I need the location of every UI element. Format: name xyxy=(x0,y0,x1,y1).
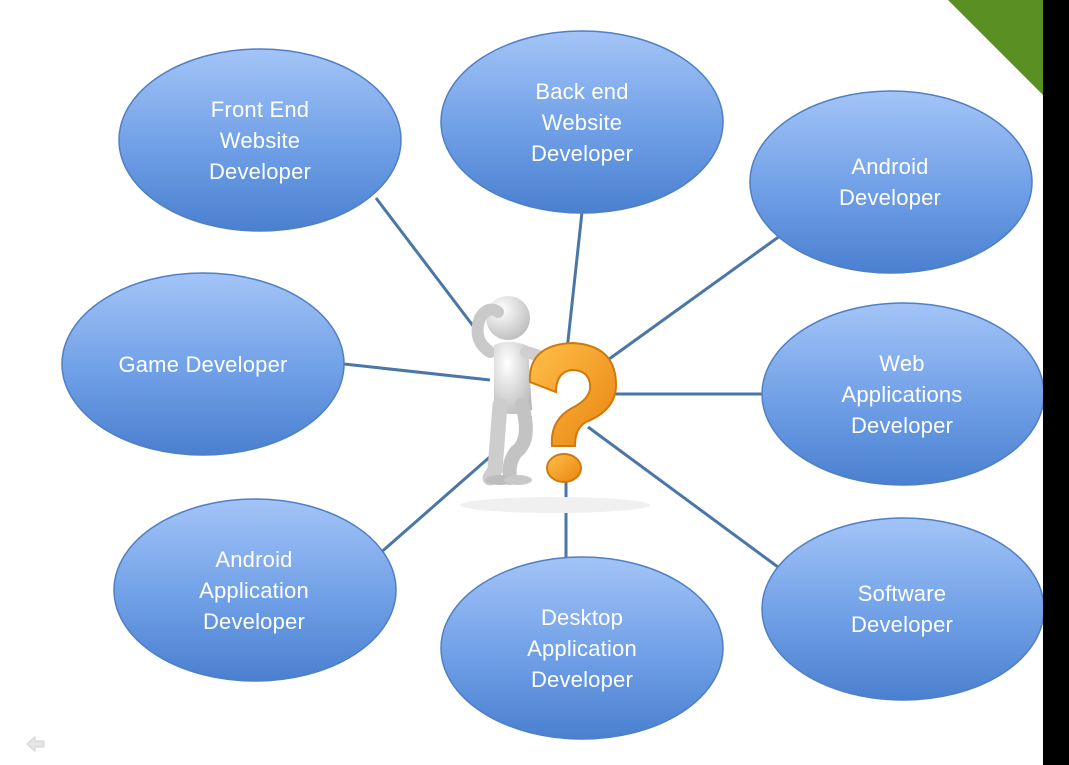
connector-software xyxy=(587,425,783,572)
thinking-person-icon xyxy=(460,296,650,513)
bubble-game-developer xyxy=(61,272,345,456)
bubble-android-application-developer xyxy=(113,498,397,682)
connector-game xyxy=(343,362,491,382)
bubble-desktop-application-developer xyxy=(440,556,724,740)
bubbles xyxy=(61,30,1045,740)
corner-accent xyxy=(948,0,1043,95)
bubble-software-developer xyxy=(761,517,1045,701)
connector-android-app xyxy=(377,453,493,557)
bubble-back-end-website-developer xyxy=(440,30,724,214)
connector-front-end xyxy=(374,197,482,336)
connector-back-end xyxy=(565,211,584,351)
back-arrow-icon[interactable] xyxy=(26,736,46,752)
connector-android xyxy=(604,231,785,364)
question-mark-icon xyxy=(528,341,618,483)
bubble-front-end-website-developer xyxy=(118,48,402,232)
right-edge-bar xyxy=(1043,0,1069,765)
connectors xyxy=(343,197,785,572)
bubble-web-applications-developer xyxy=(761,302,1045,486)
bubble-android-developer xyxy=(749,90,1033,274)
